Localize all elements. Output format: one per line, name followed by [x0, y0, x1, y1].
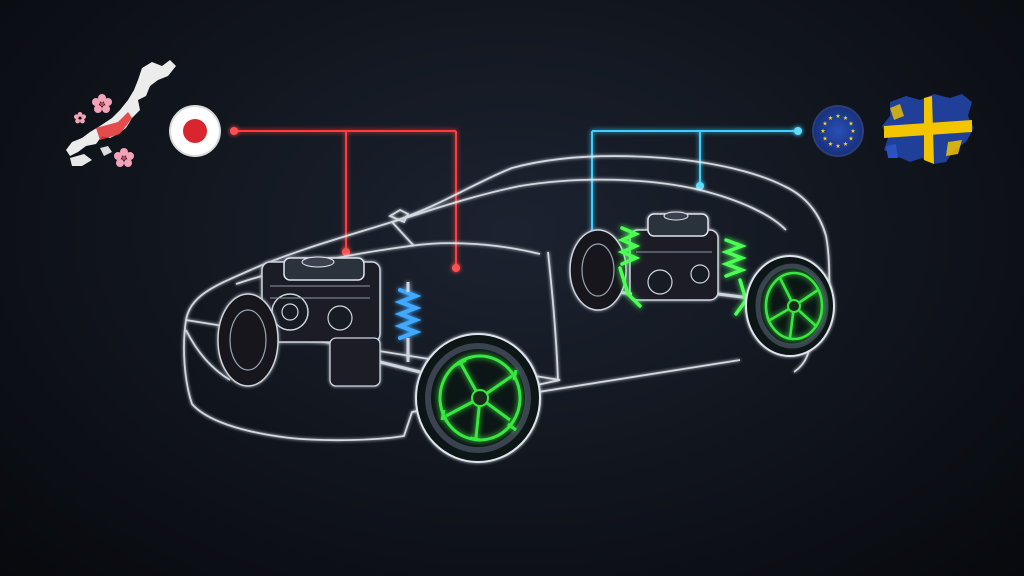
eu-star — [828, 115, 833, 120]
front-engine-block — [261, 256, 421, 387]
japan-flag-icon — [169, 105, 221, 157]
sweden-europe-map-icon — [882, 94, 974, 164]
eu-star — [835, 113, 841, 118]
front-right-wheel — [415, 333, 541, 463]
eu-star — [843, 115, 848, 120]
japan-connector-dots — [230, 127, 460, 272]
rear-engine-block — [605, 211, 751, 301]
japan-connector-lines — [234, 130, 457, 268]
eu-star — [820, 128, 826, 133]
eu-star — [835, 143, 841, 148]
eu-star — [843, 141, 848, 146]
rear-left-wheel — [569, 229, 627, 311]
eu-star — [850, 128, 856, 133]
eu-star — [848, 136, 854, 141]
rear-right-wheel — [745, 255, 835, 357]
front-left-wheel — [217, 293, 279, 387]
eu-star — [822, 121, 828, 126]
japan-map-icon — [66, 60, 176, 166]
eu-star — [828, 141, 833, 146]
eu-flag-icon — [812, 105, 864, 157]
cherry-blossom-icon — [74, 94, 134, 167]
front-spring — [394, 282, 422, 362]
eu-star — [848, 121, 854, 126]
rear-springs — [617, 226, 748, 316]
eu-star — [822, 136, 828, 141]
